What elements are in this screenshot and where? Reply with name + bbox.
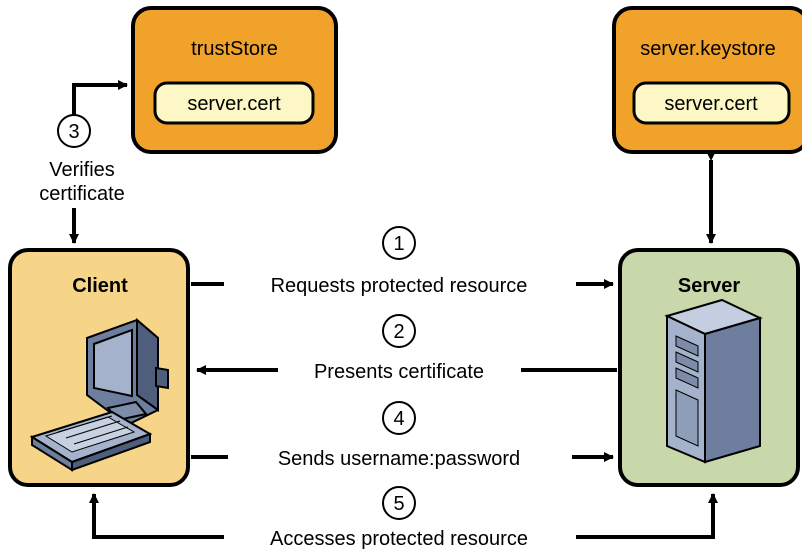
- step3-number: 3: [68, 121, 79, 143]
- server-title: Server: [678, 275, 740, 297]
- server-keystore-title: server.keystore: [640, 38, 776, 60]
- step3-connector: [69, 80, 128, 244]
- step4-number: 4: [393, 408, 404, 430]
- truststore-cert: server.cert: [153, 81, 315, 125]
- truststore-title: trustStore: [191, 38, 278, 60]
- truststore-cert-label: server.cert: [187, 93, 281, 115]
- step2-label: Presents certificate: [314, 361, 484, 383]
- step5-connector: [89, 493, 718, 539]
- step2-badge: 2: [382, 314, 416, 348]
- step1-badge: 1: [382, 226, 416, 260]
- step4-label: Sends username:password: [278, 448, 520, 470]
- step3-label-line1: Verifies: [49, 159, 115, 181]
- step3-badge: 3: [57, 114, 91, 148]
- step5-number: 5: [393, 493, 404, 515]
- server-keystore-box: server.keystore server.cert: [612, 6, 802, 154]
- step4-badge: 4: [382, 401, 416, 435]
- server-keystore-cert-label: server.cert: [664, 93, 758, 115]
- step5-label: Accesses protected resource: [270, 528, 528, 550]
- server-tower-icon: [664, 298, 763, 464]
- client-computer-icon: [29, 317, 169, 472]
- server-box: Server: [618, 248, 800, 487]
- client-title: Client: [72, 275, 128, 297]
- step3-label-line2: certificate: [39, 183, 125, 205]
- step5-badge: 5: [382, 486, 416, 520]
- step1-number: 1: [393, 233, 404, 255]
- client-box: Client: [8, 248, 190, 487]
- server-keystore-cert: server.cert: [632, 81, 791, 125]
- step2-number: 2: [393, 321, 404, 343]
- step1-label: Requests protected resource: [271, 275, 528, 297]
- truststore-box: trustStore server.cert: [131, 6, 338, 154]
